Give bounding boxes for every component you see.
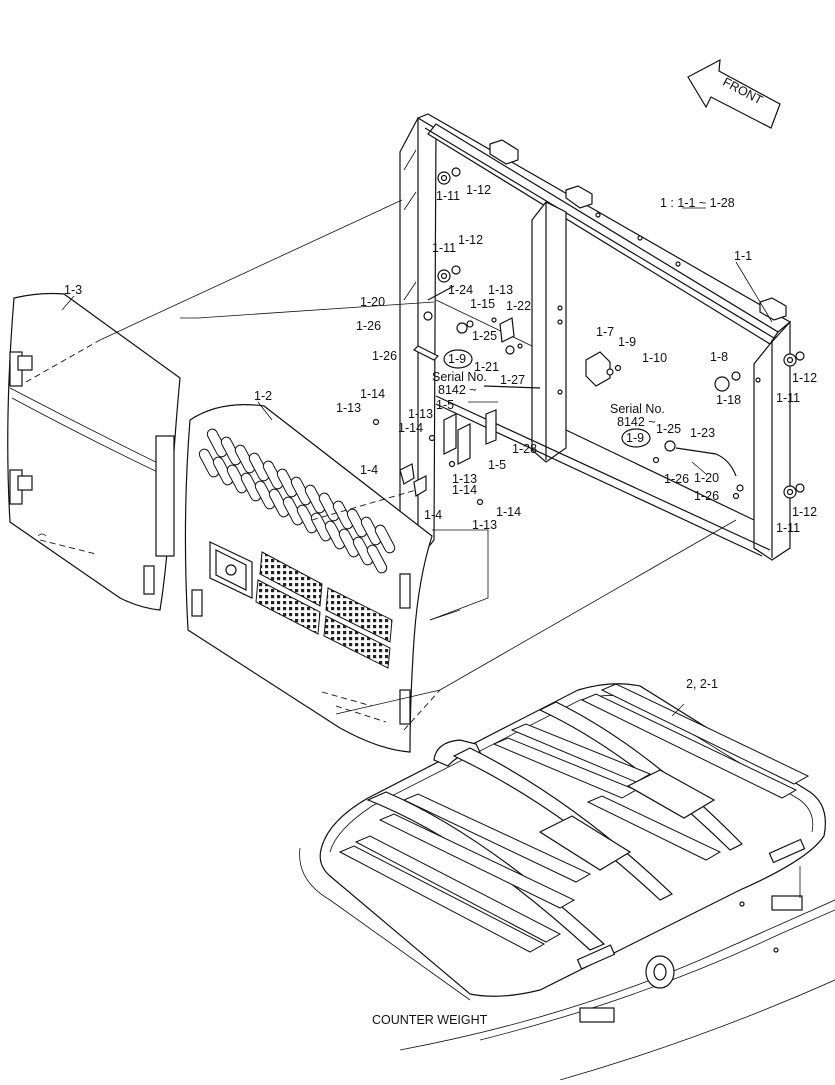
part-label: 1-10 [642,351,667,365]
part-label: 1-12 [466,183,491,197]
part-label: 1-14 [360,387,385,401]
range-note: 1 : 1-1 ~ 1-28 [660,196,735,210]
door-lock-icon [209,541,253,599]
side-door-1-3 [7,292,181,611]
part-label: 1-4 [360,463,378,477]
serial-a-title: Serial No. [432,370,487,384]
part-label: 1-23 [690,426,715,440]
engine-hood-2 [319,683,826,997]
part-label: 1-4 [424,508,442,522]
leader-lines [61,207,773,717]
part-label: 1-11 [436,189,460,203]
part-label: 1-14 [452,483,477,497]
part-label: 1-5 [488,458,506,472]
part-label: 1-2 [254,389,272,403]
part-label: 1-20 [360,295,385,309]
serial-b-circle [621,428,651,448]
part-label: 1-13 [336,401,361,415]
assembly-lines [25,199,737,731]
part-label: 1-11 [776,391,800,405]
mesh-grille [325,587,393,643]
part-label: 1-18 [716,393,741,407]
part-label: 1-14 [496,505,521,519]
serial-b-number: 8142 ~ [617,415,656,429]
part-label: 1-12 [792,505,817,519]
part-label: 1-11 [432,241,456,255]
part-label: 1-26 [694,489,719,503]
hood-vent-slots [338,683,810,953]
part-label: 1-11 [776,521,800,535]
frame-1-1 [399,113,792,561]
mesh-grille [259,551,323,607]
part-label: 1-28 [512,442,537,456]
part-label: 1-20 [694,471,719,485]
part-label: 1-15 [470,297,495,311]
part-label: 1-13 [408,407,433,421]
serial-callout-a: Serial No. 8142 ~ 1-9 [432,349,487,397]
part-label: 1-24 [448,283,473,297]
part-label: 1-3 [64,283,82,297]
vent-slots [198,428,396,574]
part-label: 1-14 [398,421,423,435]
part-label: 1-13 [472,518,497,532]
part-label: 1-25 [472,329,497,343]
part-label: 1-13 [452,472,477,486]
part-label: 1-9 [618,335,636,349]
counter-weight [299,847,835,1081]
counter-weight-label: COUNTER WEIGHT [372,1013,488,1027]
serial-b-circled: 1-9 [626,431,644,445]
part-label: 1-25 [656,422,681,436]
part-label: 1-26 [372,349,397,363]
rear-door-1-2 [184,404,433,753]
part-label: 1-1 [734,249,752,263]
part-label: 2, 2-1 [686,677,718,691]
mesh-grille [323,615,391,669]
part-label: 1-8 [710,350,728,364]
part-label: 1-26 [356,319,381,333]
part-label: 1-12 [792,371,817,385]
part-label: 1-5 [436,398,454,412]
front-arrow-icon: FRONT [687,58,781,129]
part-labels: 1-11-21-31-41-41-51-51-71-81-91-101-111-… [64,183,817,691]
serial-a-circle [443,349,473,369]
part-label: 1-22 [506,299,531,313]
serial-a-number: 8142 ~ [438,383,477,397]
serial-a-circled: 1-9 [448,352,466,366]
serial-callout-b: Serial No. 8142 ~ 1-9 [610,402,665,448]
part-label: 1-21 [474,360,499,374]
part-label: 1-26 [664,472,689,486]
part-label: 1-7 [596,325,614,339]
part-label: 1-13 [488,283,513,297]
mesh-grille [255,579,321,635]
hardware-parts [372,167,805,506]
part-label: 1-12 [458,233,483,247]
serial-b-title: Serial No. [610,402,665,416]
part-label: 1-27 [500,373,525,387]
